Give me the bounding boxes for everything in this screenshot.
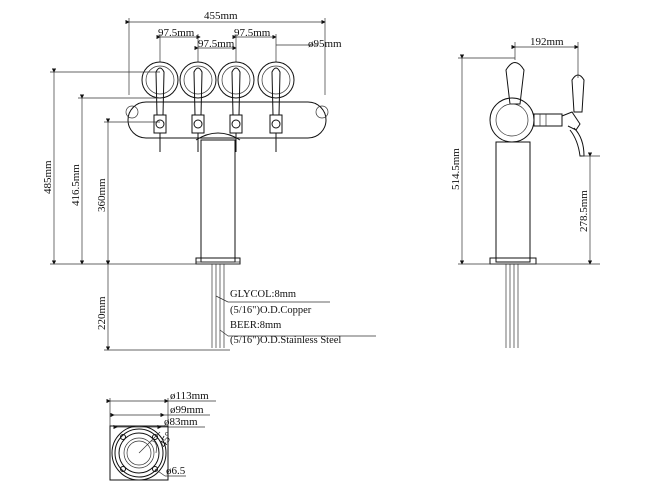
dim-spacing-2: 97.5mm xyxy=(198,38,235,50)
dim-base-outer: ø113mm xyxy=(170,390,209,402)
note-beer-size: BEER:8mm xyxy=(230,320,281,331)
dim-width-total: 455mm xyxy=(204,10,238,22)
dim-spacing-1: 97.5mm xyxy=(158,27,195,39)
dim-base-mid: ø99mm xyxy=(170,404,204,416)
front-view xyxy=(50,18,376,351)
dim-base-angle: 45° xyxy=(157,430,175,449)
dim-side-height-spout: 278.5mm xyxy=(578,190,590,232)
dim-height-tap: 416.5mm xyxy=(70,164,82,206)
dim-side-height-total: 514.5mm xyxy=(450,148,462,190)
dim-spacing-3: 97.5mm xyxy=(234,27,271,39)
dim-height-column: 360mm xyxy=(96,178,108,212)
dim-shank-length: 220mm xyxy=(96,296,108,330)
dim-medallion-dia: ø95mm xyxy=(308,38,342,50)
note-glycol-size: GLYCOL:8mm xyxy=(230,289,296,300)
note-glycol-material: (5/16")O.D.Copper xyxy=(230,305,312,316)
dim-base-hole: ø6.5 xyxy=(166,465,186,477)
dim-height-total: 485mm xyxy=(42,160,54,194)
side-view xyxy=(458,42,600,348)
base-view xyxy=(106,398,216,481)
dim-base-inner: ø83mm xyxy=(164,416,198,428)
dim-side-depth: 192mm xyxy=(530,36,564,48)
note-beer-material: (5/16")O.D.Stainless Steel xyxy=(230,335,341,346)
